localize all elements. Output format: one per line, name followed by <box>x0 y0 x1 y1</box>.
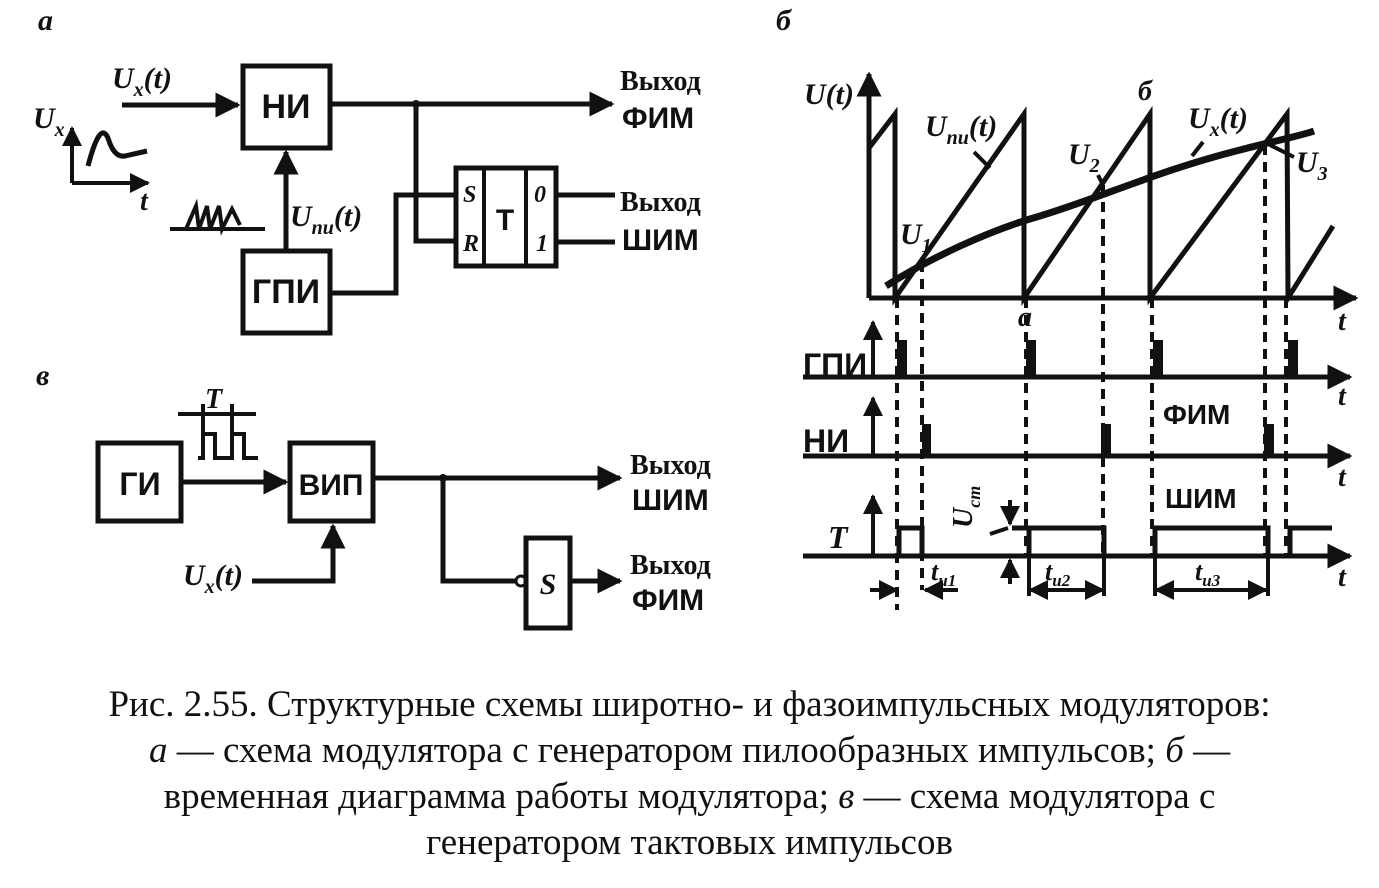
output-fim-label-1: Выход <box>620 66 701 97</box>
trigger-name-label: Т <box>496 204 514 237</box>
block-vip <box>287 440 376 524</box>
caption-line-3: временная диаграмма работы модулятора; в… <box>0 774 1379 820</box>
fim-row-label: ФИМ <box>1163 399 1230 430</box>
panel-b-label: б <box>776 4 792 37</box>
inset-signal-curve <box>85 130 148 167</box>
ramp-symbol-icon <box>170 198 265 236</box>
figure-caption: Рис. 2.55. Структурные схемы широтно- и … <box>0 682 1379 866</box>
ti1-label: tи1 <box>931 557 956 590</box>
trigger-t: S R Т 0 1 <box>453 165 559 269</box>
gpi-pulse <box>1288 340 1298 377</box>
t-pulse-3 <box>1152 525 1271 556</box>
trigger-out0-label: 0 <box>534 182 546 208</box>
panel-v: в ГИ T ВИП Ux(t) S Выход ШИМ Выход ФИМ <box>36 359 711 631</box>
period-label: T <box>205 384 224 415</box>
block-gi-label: ГИ <box>119 466 160 502</box>
caption-text: временная диаграмма работы модулятора; <box>163 776 839 817</box>
output-fim-label-2: ФИМ <box>622 102 694 135</box>
vip-to-s-line <box>440 478 517 584</box>
t-pulse-4 <box>1287 525 1332 556</box>
point-u1-label: U1 <box>900 218 932 257</box>
t-axis-gpi-label: t <box>1338 381 1347 412</box>
ramp-signal-label: Uпи(t) <box>290 200 362 239</box>
inset-signal-graph: Ux t <box>33 102 150 217</box>
signal-ux-curve <box>884 127 1316 289</box>
t-pulse-1 <box>896 525 925 556</box>
panel-v-label: в <box>36 359 49 392</box>
panel-a: а Ux(t) Ux t НИ ГПИ Uпи(t) <box>33 4 701 336</box>
gpi-pulse <box>1026 340 1036 377</box>
signal-curve-label: Ux(t) <box>1188 102 1248 141</box>
gpi-pulse <box>1153 340 1163 377</box>
mark-b-label: б <box>1138 76 1153 107</box>
caption-line-1: Рис. 2.55. Структурные схемы широтно- и … <box>108 684 1271 725</box>
caption-text: — схема модулятора с генератором пилообр… <box>167 730 1166 771</box>
block-gpi-label: ГПИ <box>252 273 320 311</box>
v-output-shim-label-2: ШИМ <box>632 484 709 517</box>
caption-text: — схема модулятора с <box>854 776 1216 817</box>
t-axis-ni-label: t <box>1338 462 1347 493</box>
block-ni-label: НИ <box>262 88 311 126</box>
u-st-label: Uст <box>948 486 984 528</box>
shim-row-label: ШИМ <box>1165 483 1237 514</box>
block-s-label: S <box>540 568 557 601</box>
point-u3-label: U3 <box>1296 146 1328 185</box>
ramp-curve-label: Uпи(t) <box>925 110 997 149</box>
output-shim-label-1: Выход <box>620 187 701 218</box>
caption-line-4: генератором тактовых импульсов <box>426 822 953 863</box>
row-ni-label: НИ <box>803 423 849 459</box>
input-signal-label: Ux(t) <box>112 62 172 101</box>
caption-letter-b: б <box>1165 730 1184 771</box>
row-t-label: Т <box>828 519 849 555</box>
ni-pulse <box>922 424 931 456</box>
block-ni <box>240 63 333 151</box>
ramp-sawtooth-curve <box>867 105 1336 307</box>
v-input-signal-label: Ux(t) <box>183 559 243 598</box>
output-shim-label-2: ШИМ <box>622 224 699 257</box>
trigger-r-label: R <box>462 231 479 257</box>
ni-to-r-line <box>413 104 456 244</box>
figure-canvas: а Ux(t) Ux t НИ ГПИ Uпи(t) <box>33 4 1359 631</box>
inset-axis-x-label: t <box>140 186 149 217</box>
ti3-label: tи3 <box>1195 557 1221 590</box>
caption-text: — <box>1183 730 1231 771</box>
ni-pulse <box>1264 424 1274 456</box>
trigger-s-label: S <box>463 182 476 208</box>
caption-letter-v: в <box>838 776 855 817</box>
gpi-pulse <box>897 340 907 377</box>
clock-pulse-icon: T <box>178 384 258 460</box>
t-axis-trigger-label: t <box>1338 562 1347 593</box>
point-u2-label: U2 <box>1068 138 1100 177</box>
caption-letter-a: а <box>148 730 168 771</box>
panel-a-label: а <box>38 4 53 37</box>
panel-b: б U(t) t Uпи(t) б Ux(t) U1 U2 U3 а ГПИ t… <box>776 4 1359 610</box>
inset-axis-y-label: Ux <box>33 102 65 141</box>
t-axis-main-label: t <box>1338 306 1347 337</box>
block-vip-label: ВИП <box>299 469 364 502</box>
ni-pulse <box>1101 424 1111 456</box>
caption-line-2: а — схема модулятора с генератором пилоо… <box>0 728 1379 774</box>
v-output-shim-label-1: Выход <box>630 450 711 481</box>
v-input-arrow <box>252 523 346 584</box>
ti2-label: tи2 <box>1045 557 1071 590</box>
gpi-to-s-line <box>330 192 456 296</box>
u-axis-label: U(t) <box>804 78 854 111</box>
v-output-fim-label-1: Выход <box>630 550 711 581</box>
trigger-out1-label: 1 <box>536 231 548 257</box>
v-output-fim-label-2: ФИМ <box>632 584 704 617</box>
